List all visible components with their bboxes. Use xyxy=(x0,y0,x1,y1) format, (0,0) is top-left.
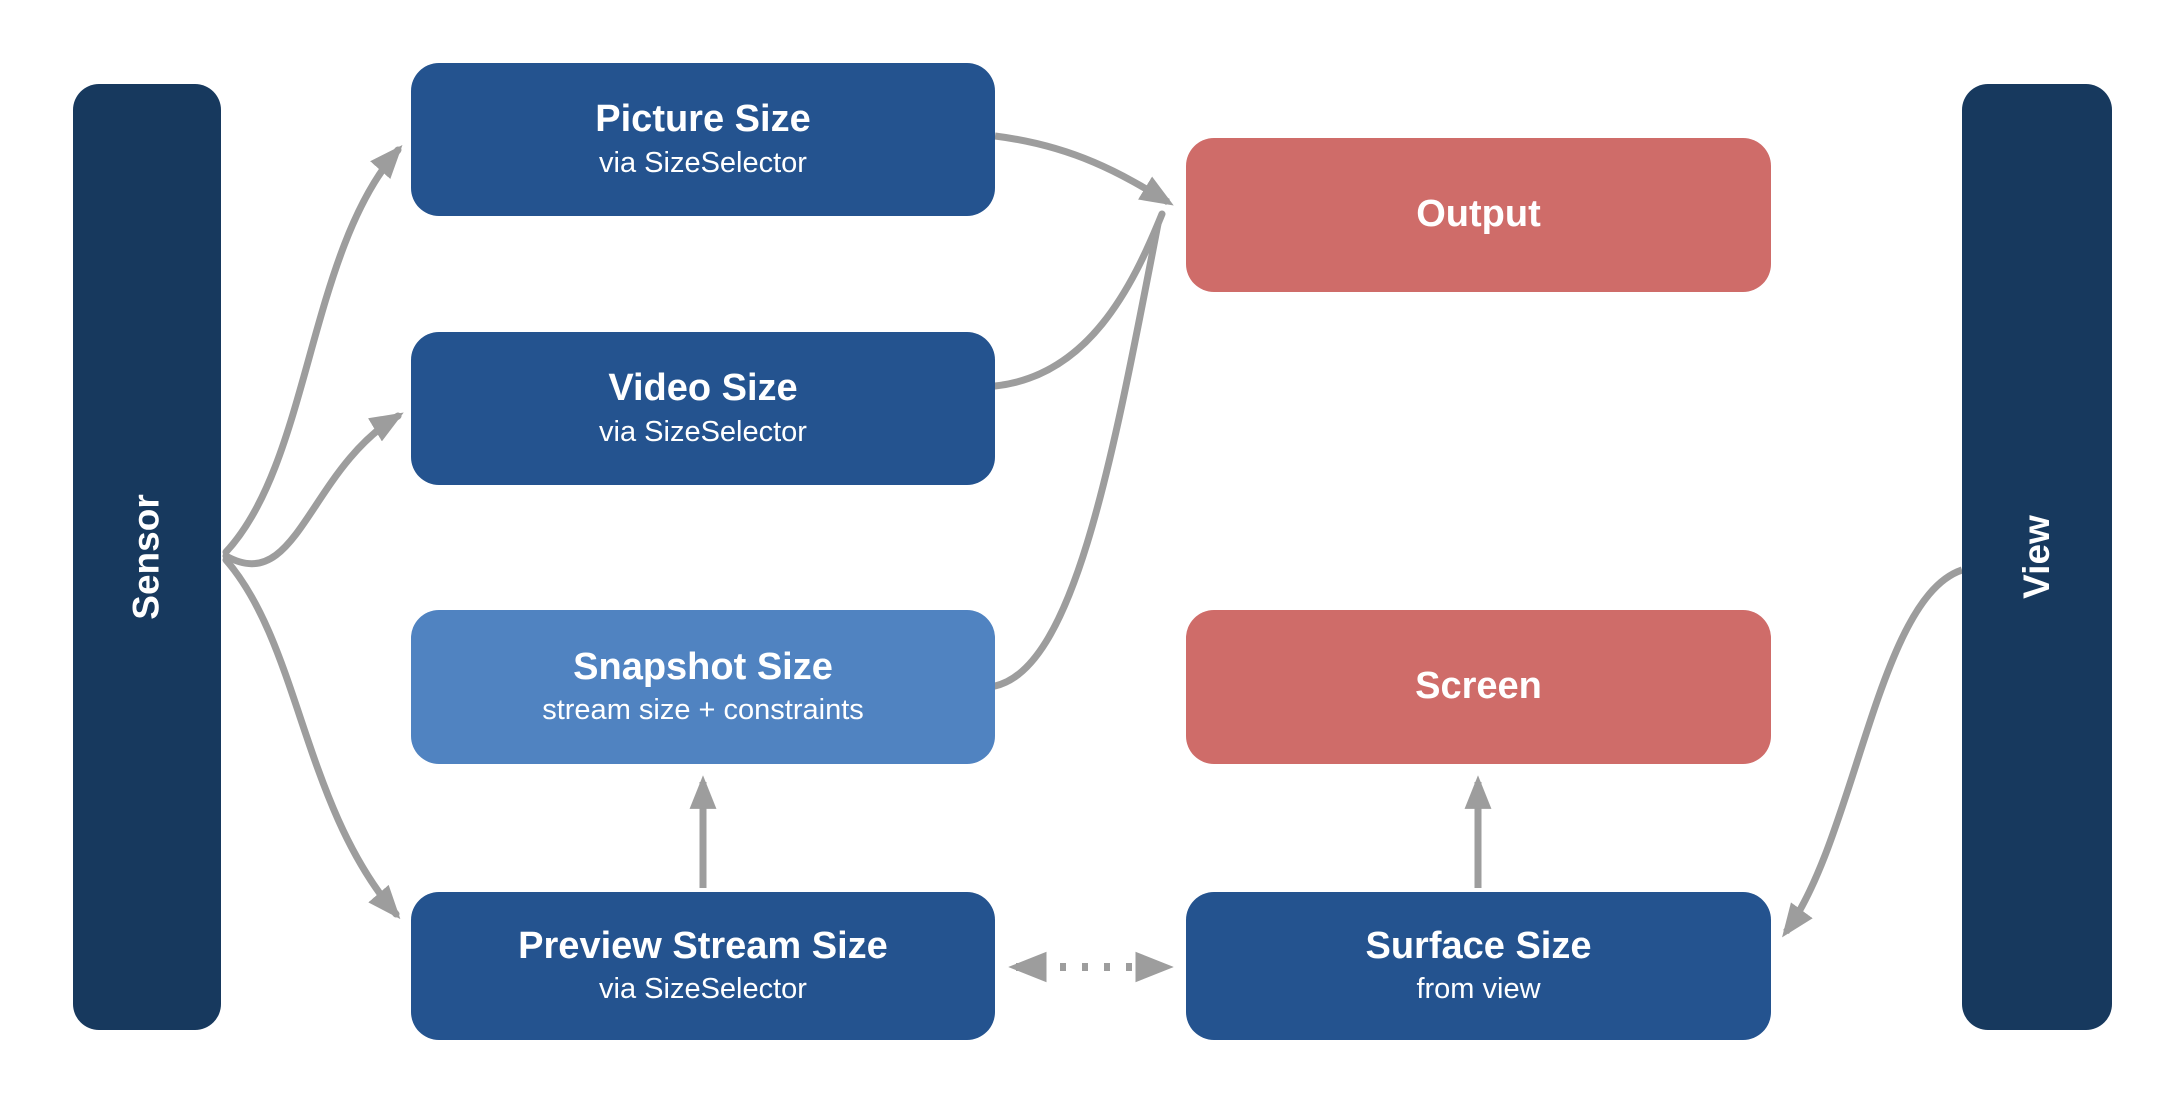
node-output-title: Output xyxy=(1416,193,1541,236)
node-screen: Screen xyxy=(1186,610,1771,764)
sensor-rail: Sensor xyxy=(73,84,221,1030)
node-snapshot-size-subtitle: stream size + constraints xyxy=(542,694,864,727)
node-preview-stream-size-title: Preview Stream Size xyxy=(518,924,888,967)
node-snapshot-size: Snapshot Size stream size + constraints xyxy=(411,610,995,764)
node-video-size: Video Size via SizeSelector xyxy=(411,332,995,485)
edge-view-to-surface-size xyxy=(1782,566,1964,938)
edge-snapshot-size-to-output xyxy=(991,220,1162,690)
node-preview-stream-size-subtitle: via SizeSelector xyxy=(599,973,807,1006)
edge-sensor-to-video-size xyxy=(222,412,404,568)
node-preview-stream-size: Preview Stream Size via SizeSelector xyxy=(411,892,995,1040)
sensor-rail-label: Sensor xyxy=(126,494,167,620)
node-video-size-title: Video Size xyxy=(608,367,798,410)
node-picture-size-title: Picture Size xyxy=(595,98,811,141)
node-surface-size-subtitle: from view xyxy=(1416,973,1541,1006)
edge-sensor-to-preview-stream-size xyxy=(222,556,401,920)
node-surface-size-title: Surface Size xyxy=(1365,924,1592,967)
node-picture-size-subtitle: via SizeSelector xyxy=(599,146,807,179)
view-rail-label: View xyxy=(2016,515,2057,599)
node-picture-size: Picture Size via SizeSelector xyxy=(411,63,995,216)
node-snapshot-size-title: Snapshot Size xyxy=(573,645,833,688)
node-video-size-subtitle: via SizeSelector xyxy=(599,415,807,448)
node-surface-size: Surface Size from view xyxy=(1186,892,1771,1040)
edge-picture-size-to-output xyxy=(994,132,1174,206)
node-screen-title: Screen xyxy=(1415,665,1542,708)
edge-sensor-to-picture-size xyxy=(222,144,403,556)
node-output: Output xyxy=(1186,138,1771,292)
view-rail: View xyxy=(1962,84,2112,1030)
edge-video-size-to-output xyxy=(991,210,1166,390)
